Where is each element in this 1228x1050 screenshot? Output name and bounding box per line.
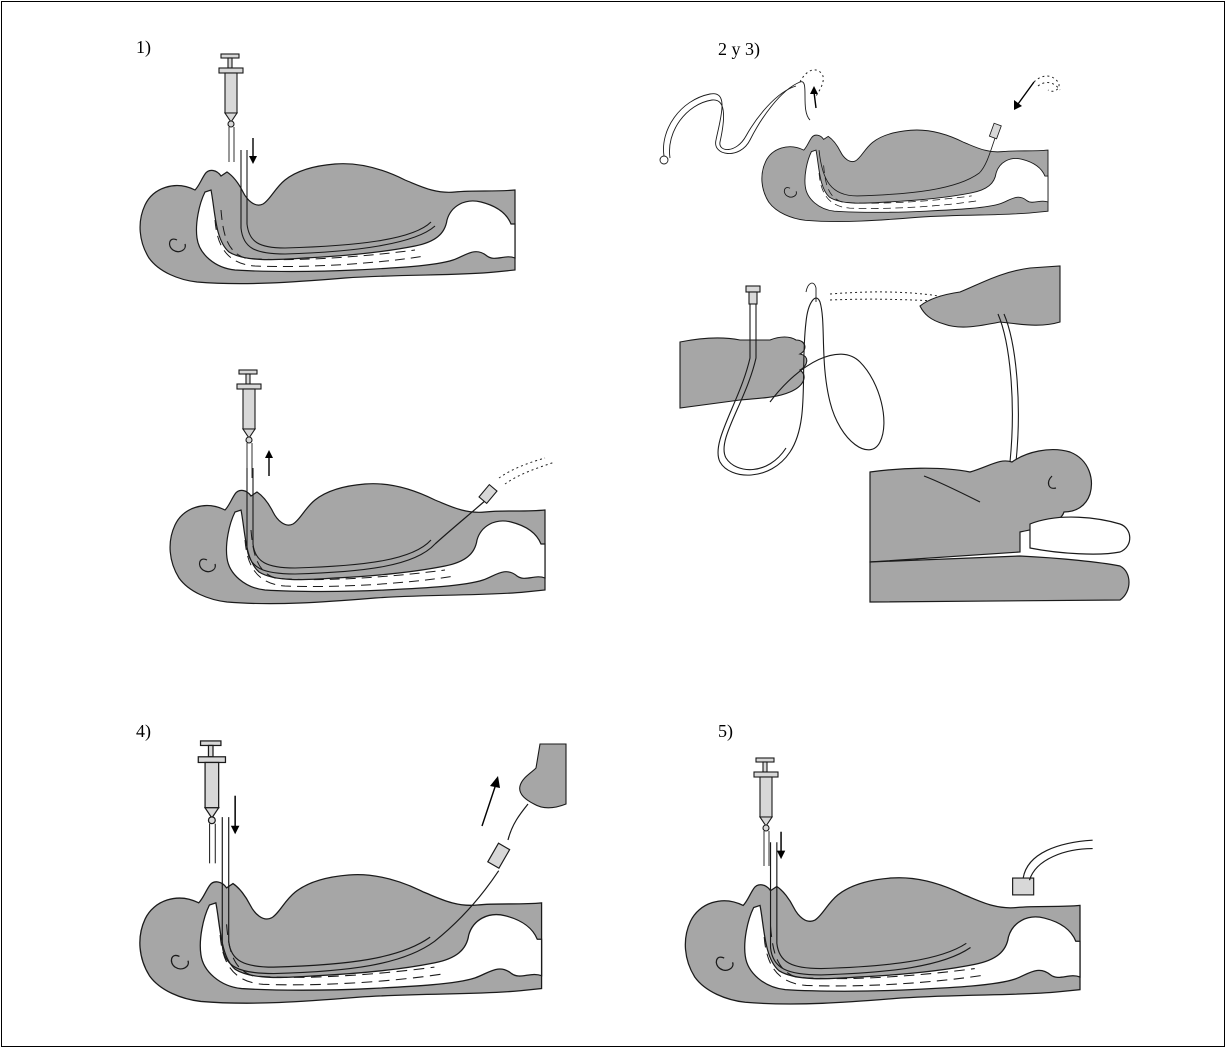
figure-1-insertion — [135, 150, 515, 290]
tube-outline — [650, 60, 1070, 180]
arrow-icon — [476, 772, 506, 832]
step-label-1: 1) — [136, 38, 151, 56]
figure-4-verification — [128, 860, 548, 1010]
step-label-5: 5) — [718, 722, 733, 740]
syringe-icon — [196, 736, 230, 866]
syringe-icon — [752, 756, 782, 866]
figure-5-fixation — [680, 862, 1080, 1012]
figure-1-aspiration — [165, 470, 545, 610]
step-label-4: 4) — [136, 722, 151, 740]
syringe-icon — [235, 368, 265, 478]
hand-icon — [680, 337, 807, 408]
hand-icon — [500, 744, 570, 844]
hand-icon — [920, 266, 1060, 327]
syringe-icon — [217, 52, 247, 162]
figure-2-3-measuring — [680, 262, 1140, 612]
step-label-2-3: 2 y 3) — [718, 40, 760, 58]
